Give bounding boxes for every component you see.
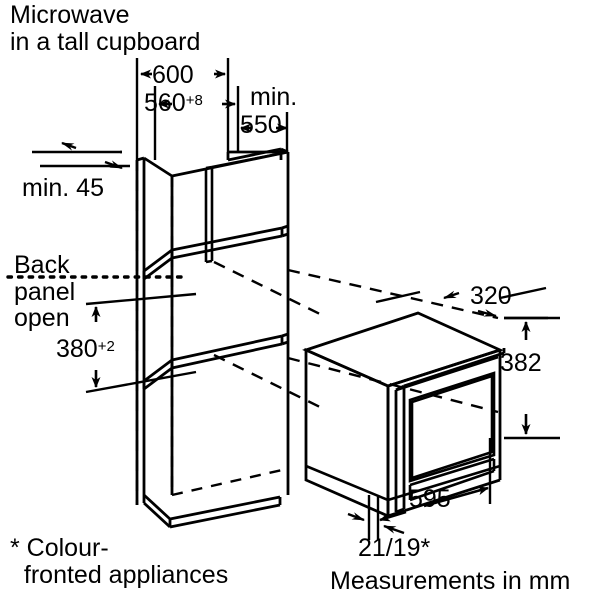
dimension-595 — [379, 486, 489, 522]
cupboard-upper-shelf — [142, 224, 289, 281]
footnote-line-2: fronted appliances — [23, 560, 229, 589]
dimension-label-560: 560+8 — [144, 90, 203, 117]
back-panel-line-1: Back — [14, 251, 70, 279]
dimension-382 — [488, 316, 560, 504]
back-panel-line-2: panel — [14, 277, 76, 306]
hidden-edges-dashed — [135, 160, 283, 505]
dimension-560-value: 560 — [144, 89, 186, 117]
dimension-min45 — [32, 141, 130, 170]
projection-lines-dashed — [213, 260, 499, 414]
dimension-560-tolerance: +8 — [185, 92, 203, 109]
cupboard-lower-shelf — [142, 332, 289, 391]
dimension-label-600: 600 — [152, 61, 194, 89]
dimension-label-595: 595 — [409, 485, 451, 513]
dimension-label-min: min. — [250, 83, 298, 111]
microwave-door-frame — [394, 348, 506, 514]
dimension-label-320: 320 — [470, 282, 512, 310]
back-panel-line-3: open — [14, 304, 70, 332]
footnote-line-1: * Colour- — [10, 534, 109, 562]
dimension-320 — [375, 286, 548, 320]
microwave-base-plinth — [305, 464, 501, 502]
cupboard-niche-interior — [204, 150, 289, 264]
dimension-front-thickness — [347, 495, 405, 540]
dimension-label-382: 382 — [500, 349, 542, 377]
dimension-label-front-thickness: 21/19* — [358, 534, 431, 562]
dimension-380 — [85, 292, 197, 394]
footnote-colour-fronted: * Colour- fronted appliances — [10, 535, 228, 588]
units-note: Measurements in mm — [330, 567, 571, 595]
dimension-label-380: 380+2 — [56, 336, 115, 363]
microwave-appliance-body — [302, 311, 504, 519]
dimension-380-tolerance: +2 — [97, 338, 115, 355]
dimension-380-value: 380 — [56, 335, 98, 363]
title-line-2: in a tall cupboard — [10, 27, 201, 56]
microwave-door-window — [408, 371, 496, 483]
title-line-1: Microwave — [10, 1, 130, 29]
dimension-label-min-45: min. 45 — [22, 174, 104, 202]
dimension-label-550: 550 — [240, 111, 282, 139]
